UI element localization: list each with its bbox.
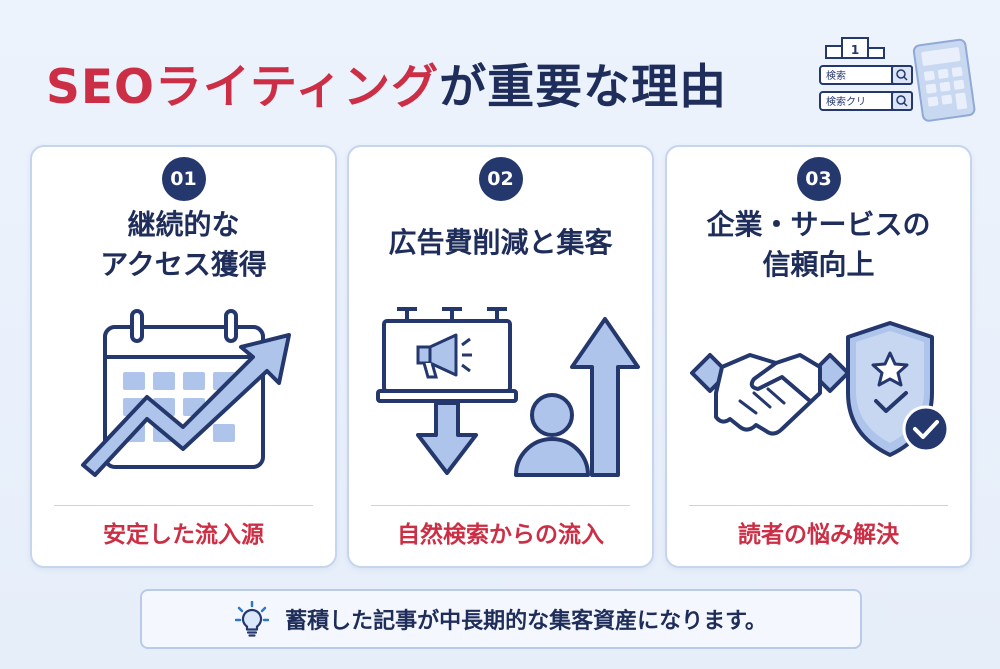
page-title-rest: が重要な理由: [439, 60, 728, 115]
reason-card-1: 01 継続的な アクセス獲得 安定した流入源: [30, 145, 337, 568]
page-title: SEOライティングが重要な理由: [46, 48, 727, 117]
reason-heading-line: 企業・サービスの: [706, 208, 931, 241]
reason-result: 安定した流入源: [103, 522, 264, 548]
reason-number-badge: 02: [478, 157, 523, 201]
calculator-icon: [912, 38, 976, 122]
billboard-user-arrows-icon: [376, 307, 640, 477]
card-divider: [54, 505, 313, 506]
reason-number-badge: 01: [161, 157, 206, 201]
summary-text: 蓄積した記事が中長期的な集客資産になります。: [285, 609, 767, 634]
podium-rank: 1: [851, 43, 859, 57]
reason-heading: 企業・サービスの 信頼向上: [677, 205, 960, 285]
reason-result: 自然検索からの流入: [397, 522, 604, 548]
reason-heading-line: 継続的な: [127, 208, 240, 241]
page-title-accent: SEOライティング: [46, 60, 440, 115]
seo-decoration: 1 検索 検索クリ: [819, 37, 976, 122]
reason-card-3: 03 企業・サービスの 信頼向上 読者の悩み解決: [665, 145, 972, 568]
handshake-icon: [690, 353, 850, 436]
reason-heading-line: アクセス獲得: [100, 248, 267, 281]
search-bar-text-1: 検索: [826, 69, 846, 82]
card-divider: [371, 505, 630, 506]
podium-icon: 1: [825, 37, 885, 59]
search-bar-icon: 検索 検索クリ: [819, 65, 913, 111]
summary-banner: 蓄積した記事が中長期的な集客資産になります。: [140, 589, 862, 649]
megaphone-icon: [416, 333, 472, 379]
reason-card-2: 02 広告費削減と集客 自然検索からの流入: [347, 145, 654, 568]
reason-result: 読者の悩み解決: [738, 522, 899, 548]
reason-heading-line: 広告費削減と集客: [388, 226, 613, 259]
lightbulb-icon: [235, 601, 270, 637]
reason-heading-line: 信頼向上: [762, 248, 875, 281]
reason-heading: 広告費削減と集客: [359, 223, 642, 263]
handshake-shield-icon: [690, 321, 950, 457]
card-divider: [689, 505, 948, 506]
reason-heading: 継続的な アクセス獲得: [42, 205, 325, 285]
calendar-growth-arrow-icon: [81, 309, 291, 477]
check-badge-icon: [902, 405, 950, 453]
reason-number-badge: 03: [796, 157, 841, 201]
search-bar-text-2: 検索クリ: [826, 95, 866, 108]
